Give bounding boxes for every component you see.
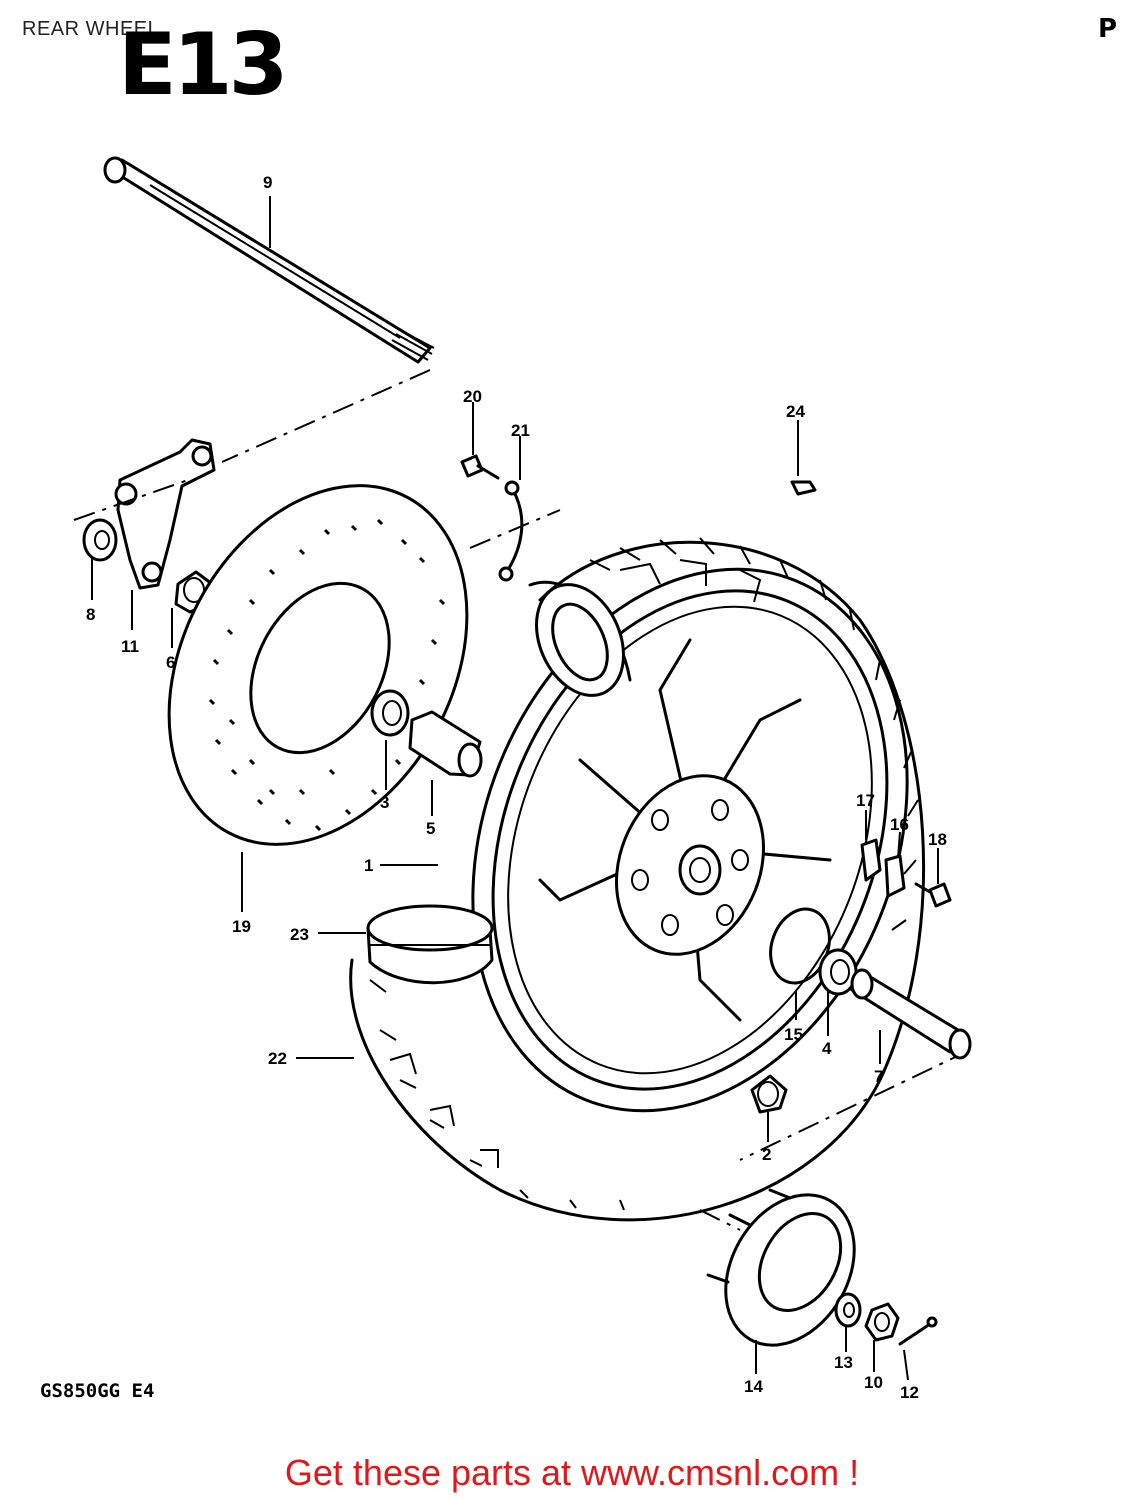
callout-21: 21 <box>511 421 530 440</box>
part-wheel-rim[interactable] <box>395 504 985 1177</box>
part-valve-cap[interactable] <box>790 420 817 496</box>
corner-mark: P <box>1098 14 1118 44</box>
part-sprocket-drum[interactable] <box>700 1172 880 1369</box>
callout-7: 7 <box>874 1067 883 1086</box>
diagram-drawing: 9 20 21 24 8 11 6 3 5 1 19 23 22 17 16 1… <box>73 156 985 1402</box>
callout-13: 13 <box>834 1353 853 1372</box>
part-brake-disc[interactable] <box>110 434 527 896</box>
part-spacer[interactable] <box>82 518 118 562</box>
callout-12: 12 <box>900 1383 919 1402</box>
part-adjuster-bolt[interactable] <box>914 882 952 908</box>
footer-banner-link[interactable]: Get these parts at www.cmsnl.com ! <box>284 1452 860 1493</box>
model-code: GS850GG E4 <box>40 1380 155 1402</box>
callout-20: 20 <box>463 387 482 406</box>
section-code: E13 <box>118 15 288 115</box>
callout-24: 24 <box>786 402 805 421</box>
callout-17: 17 <box>856 791 875 810</box>
callout-22: 22 <box>268 1049 287 1068</box>
callout-4: 4 <box>822 1039 832 1058</box>
callout-1: 1 <box>364 856 373 875</box>
callout-11: 11 <box>121 637 139 656</box>
callout-9: 9 <box>263 173 272 192</box>
callout-10: 10 <box>864 1373 883 1392</box>
callout-6: 6 <box>166 653 175 672</box>
callout-3: 3 <box>380 793 389 812</box>
callout-23: 23 <box>290 925 309 944</box>
part-bearing-left[interactable] <box>370 689 410 737</box>
callout-5: 5 <box>426 819 435 838</box>
part-wheel-bearing[interactable] <box>750 1074 788 1114</box>
part-spacer-sleeve[interactable] <box>408 710 483 778</box>
part-caliper-bracket[interactable] <box>114 438 216 590</box>
part-axle-nut[interactable] <box>864 1302 900 1342</box>
callout-15: 15 <box>784 1025 803 1044</box>
diagram-title: REAR WHEEL <box>22 18 160 40</box>
callout-16: 16 <box>890 815 909 834</box>
callout-numbers: 9 20 21 24 8 11 6 3 5 1 19 23 22 17 16 1… <box>86 173 947 1402</box>
part-cotter-pin[interactable] <box>898 1316 938 1346</box>
part-washer[interactable] <box>834 1292 862 1328</box>
part-axle[interactable] <box>103 156 435 364</box>
part-lock-washer[interactable] <box>884 854 906 898</box>
part-inner-tube[interactable] <box>366 904 494 985</box>
leader-lines <box>91 196 939 1381</box>
part-axle-spacer[interactable] <box>850 968 972 1060</box>
callout-14: 14 <box>744 1377 763 1396</box>
part-tire[interactable] <box>349 537 926 1222</box>
part-cush-plate[interactable] <box>860 838 882 882</box>
callout-19: 19 <box>232 917 251 936</box>
part-bolt[interactable] <box>460 402 500 480</box>
part-clamp[interactable] <box>498 436 524 582</box>
callout-8: 8 <box>86 605 95 624</box>
callout-18: 18 <box>928 830 947 849</box>
callout-2: 2 <box>762 1145 771 1164</box>
part-bearing-right[interactable] <box>818 948 858 996</box>
